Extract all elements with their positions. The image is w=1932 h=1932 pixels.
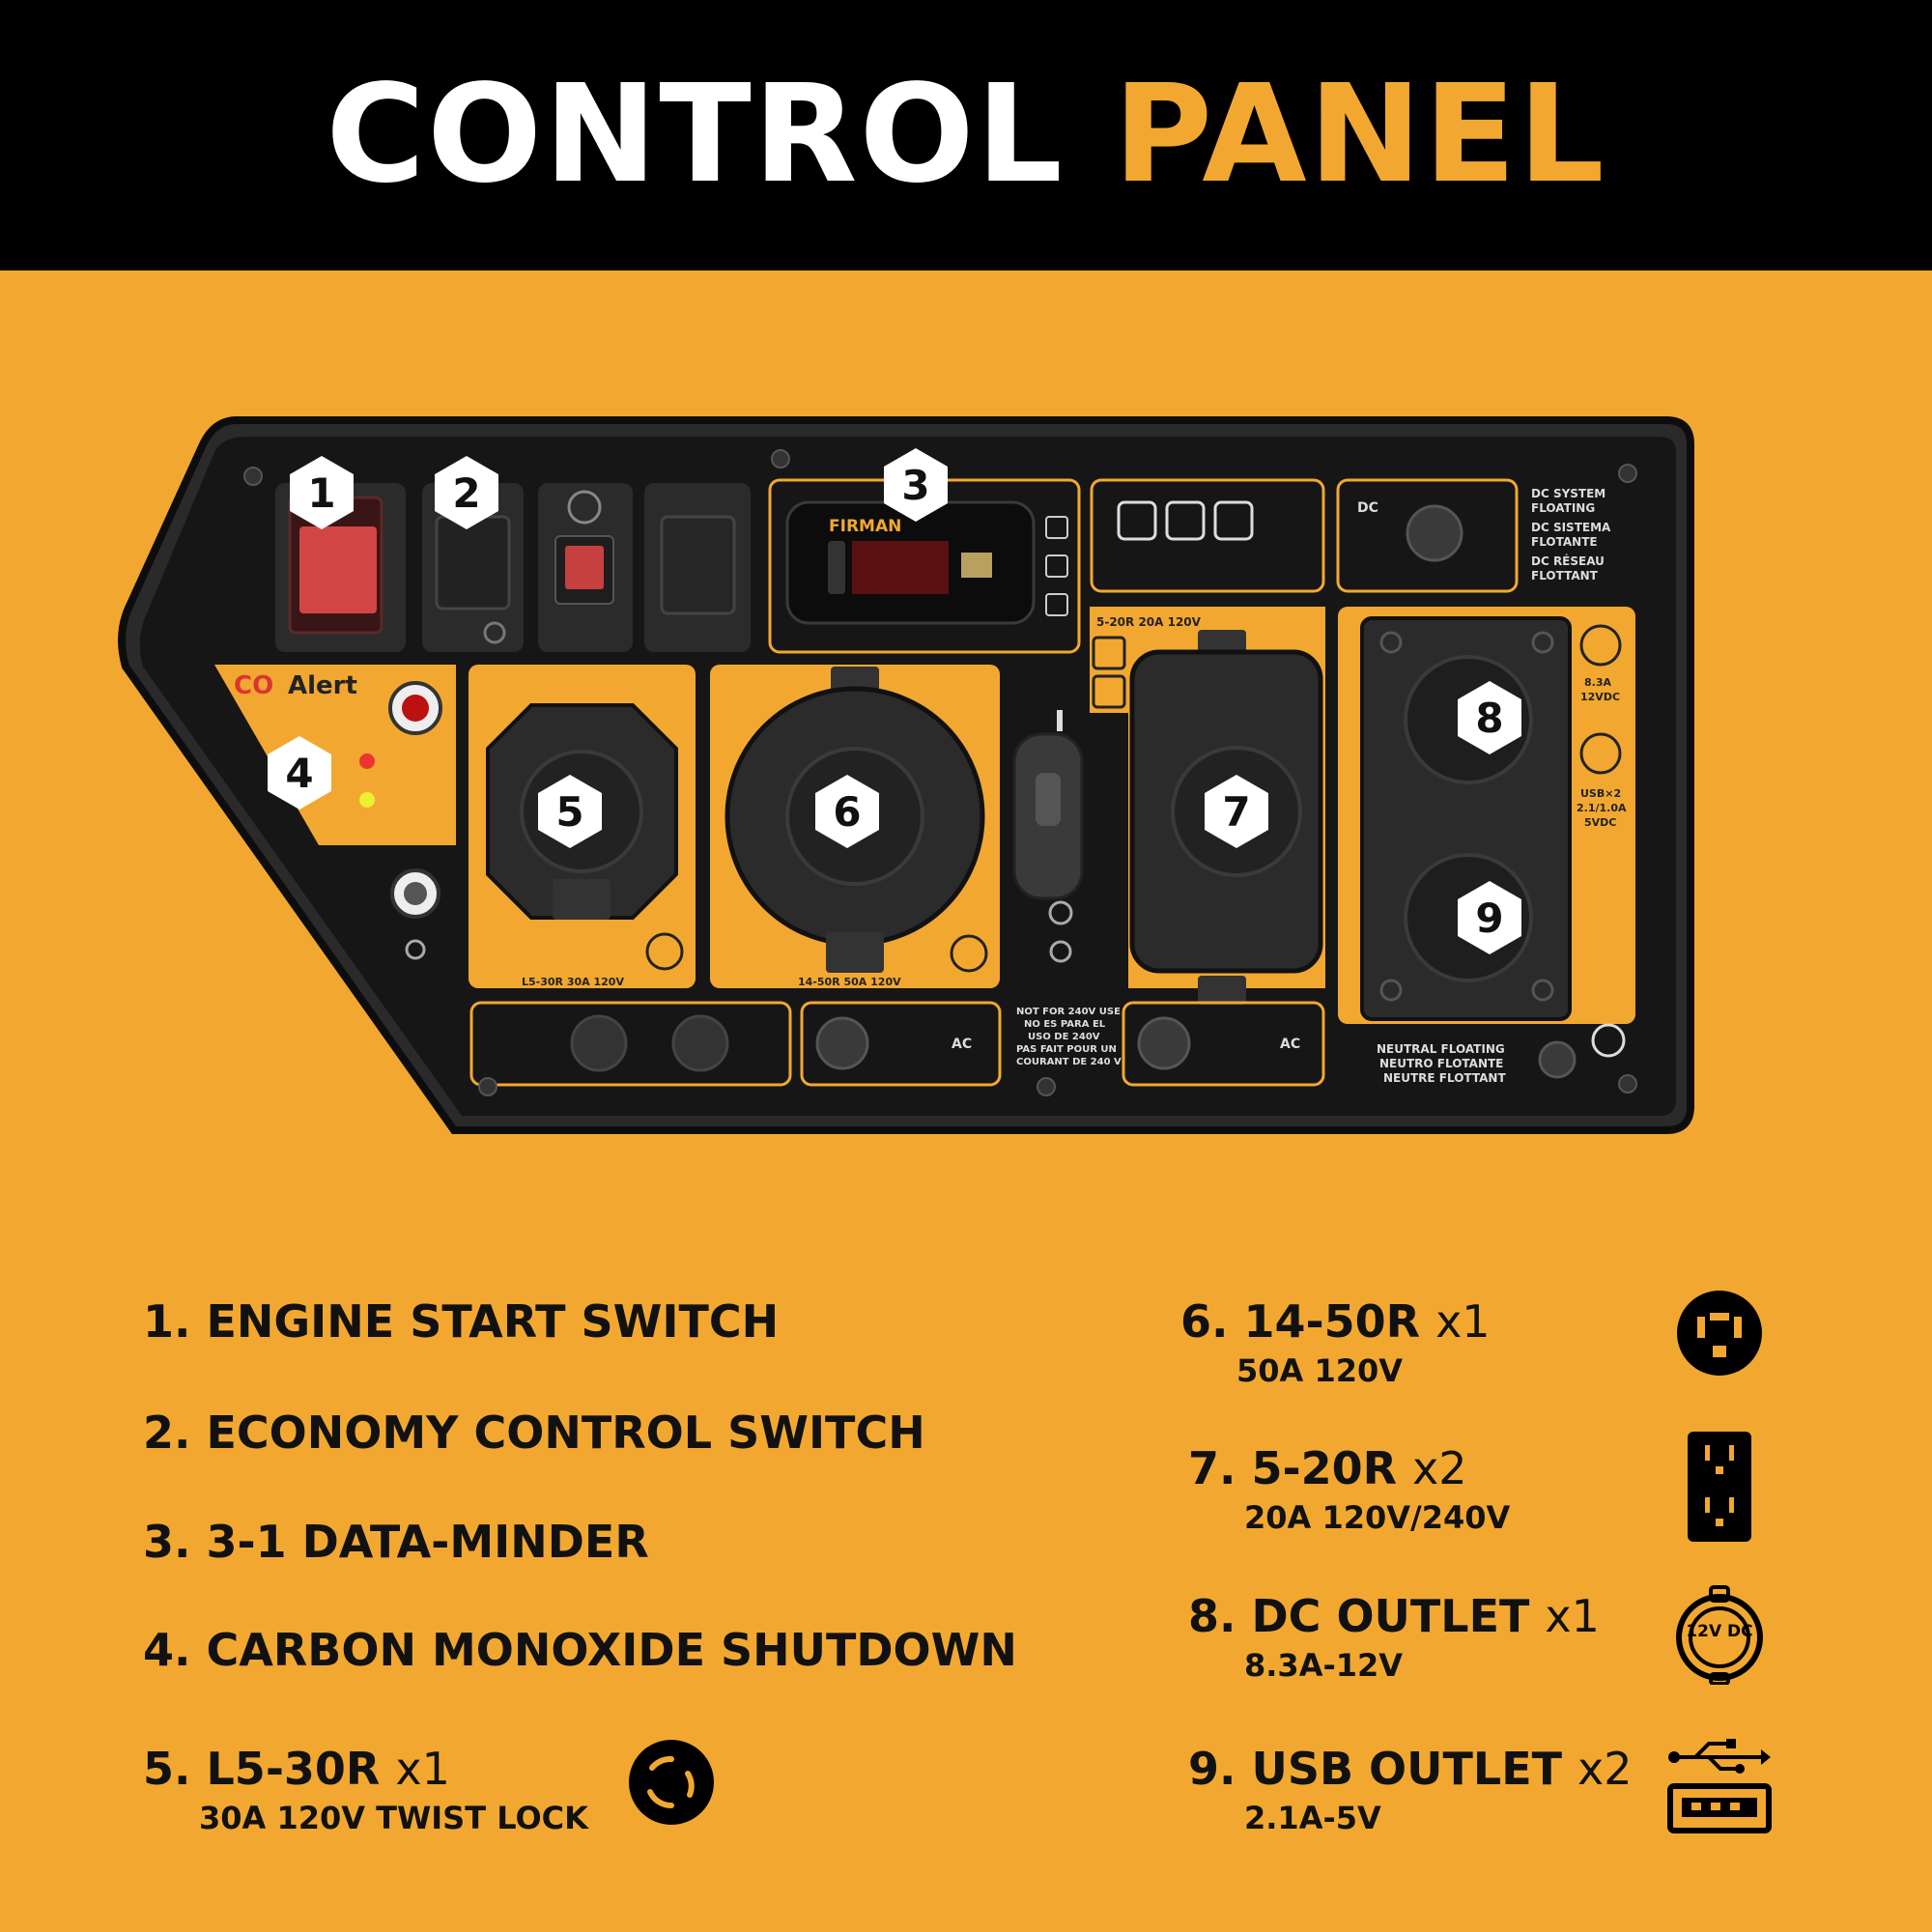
usb-icon <box>1667 1739 1772 1833</box>
title-control: CONTROL <box>326 56 1065 213</box>
marker-2: 2 <box>435 456 498 529</box>
svg-text:3: 3 <box>901 462 929 509</box>
14-50-outlet-icon <box>1677 1291 1762 1376</box>
header-bar: CONTROL PANEL <box>0 0 1932 270</box>
legend-item-5: 5. L5-30R x1 30A 120V TWIST LOCK <box>143 1743 588 1836</box>
legend-item-3: 3. 3-1 DATA-MINDER <box>143 1516 649 1568</box>
ac-label-1: AC <box>952 1037 972 1052</box>
svg-text:NEUTRAL FLOATING: NEUTRAL FLOATING <box>1377 1042 1505 1056</box>
svg-text:DC RÉSEAU: DC RÉSEAU <box>1531 554 1605 568</box>
legend-item-2: 2. ECONOMY CONTROL SWITCH <box>143 1406 925 1459</box>
svg-text:5VDC: 5VDC <box>1584 816 1616 829</box>
marker-7: 7 <box>1205 775 1268 848</box>
svg-text:NEUTRO FLOTANTE: NEUTRO FLOTANTE <box>1379 1057 1503 1070</box>
svg-text:PAS FAIT POUR UN: PAS FAIT POUR UN <box>1016 1044 1117 1055</box>
legend-item-6: 6. 14-50R x1 50A 120V <box>1180 1295 1491 1389</box>
title-panel: PANEL <box>1113 56 1606 213</box>
display-brand: FIRMAN <box>829 517 901 536</box>
svg-text:1: 1 <box>307 469 335 517</box>
svg-text:USB×2: USB×2 <box>1580 787 1621 800</box>
legend-item-1: 1. ENGINE START SWITCH <box>143 1295 780 1348</box>
svg-text:NOT FOR 240V USE: NOT FOR 240V USE <box>1016 1007 1121 1017</box>
marker-3: 3 <box>884 448 948 522</box>
dc-breaker-label: DC <box>1357 500 1378 516</box>
ac-breaker-module-2 <box>1122 1001 1325 1087</box>
svg-text:FLOTTANT: FLOTTANT <box>1531 569 1599 582</box>
indicator-module <box>1090 478 1325 593</box>
svg-text:FLOATING: FLOATING <box>1531 501 1595 515</box>
svg-text:6: 6 <box>833 788 861 836</box>
svg-text:5: 5 <box>555 788 583 836</box>
svg-text:8.3A: 8.3A <box>1584 676 1611 689</box>
marker-6: 6 <box>815 775 879 848</box>
svg-text:2: 2 <box>452 469 480 517</box>
co-label: CO <box>234 671 273 700</box>
economy-switch <box>435 515 511 611</box>
svg-text:7: 7 <box>1222 788 1250 836</box>
marker-5: 5 <box>538 775 602 848</box>
marker-4: 4 <box>268 736 331 810</box>
legend-item-9: 9. USB OUTLET x2 2.1A-5V <box>1188 1743 1633 1836</box>
svg-text:DC SYSTEM: DC SYSTEM <box>1531 487 1605 500</box>
svg-text:NO ES PARA EL: NO ES PARA EL <box>1024 1019 1106 1030</box>
14-50-label: 14-50R 50A 120V <box>798 976 901 988</box>
ac-breaker-module-1 <box>800 1001 1002 1087</box>
svg-text:9: 9 <box>1475 895 1503 942</box>
twist-lock-outlet-icon <box>629 1740 714 1825</box>
marker-9: 9 <box>1458 881 1521 954</box>
page-title: CONTROL PANEL <box>326 68 1605 203</box>
5-20-label: 5-20R 20A 120V <box>1096 615 1202 629</box>
duplex-outlet-icon <box>1688 1432 1751 1542</box>
l5-30-label: L5-30R 30A 120V <box>522 976 624 988</box>
legend-item-8: 8. DC OUTLET x1 8.3A-12V <box>1188 1590 1600 1684</box>
ac-label-2: AC <box>1280 1037 1300 1052</box>
alert-label: Alert <box>288 671 357 700</box>
neutral-text: NEUTRAL FLOATING NEUTRO FLOTANTE NEUTRE … <box>1377 1042 1506 1085</box>
svg-text:12VDC: 12VDC <box>1580 691 1620 703</box>
12v-dc-icon-text: 12V DC <box>1686 1622 1752 1641</box>
legend-item-4: 4. CARBON MONOXIDE SHUTDOWN <box>143 1624 1017 1676</box>
svg-text:COURANT DE 240 V: COURANT DE 240 V <box>1016 1057 1122 1067</box>
usb-rating-text: USB×2 2.1/1.0A 5VDC <box>1577 787 1627 829</box>
parallel-module <box>469 1001 792 1087</box>
dc-system-text: DC SYSTEM FLOATING DC SISTEMA FLOTANTE D… <box>1531 487 1611 582</box>
legend-item-7: 7. 5-20R x2 20A 120V/240V <box>1188 1442 1511 1536</box>
svg-text:2.1/1.0A: 2.1/1.0A <box>1577 802 1627 814</box>
svg-text:USO DE 240V: USO DE 240V <box>1028 1032 1100 1042</box>
svg-text:FLOTANTE: FLOTANTE <box>1531 535 1598 549</box>
control-panel-illustration: FIRMAN DC DC SYSTEM FLOATING DC SISTEMA … <box>118 416 1694 1134</box>
svg-text:4: 4 <box>285 750 313 797</box>
not-240-text: NOT FOR 240V USE NO ES PARA EL USO DE 24… <box>1016 1007 1122 1067</box>
marker-1: 1 <box>290 456 354 529</box>
svg-text:8: 8 <box>1475 695 1503 742</box>
dc-breaker-module <box>1336 478 1519 593</box>
marker-8: 8 <box>1458 681 1521 754</box>
12v-dc-socket-icon: 12V DC <box>1676 1585 1763 1685</box>
dc-rating-text: 8.3A 12VDC <box>1580 676 1620 703</box>
svg-text:NEUTRE FLOTTANT: NEUTRE FLOTTANT <box>1383 1071 1506 1085</box>
svg-text:DC SISTEMA: DC SISTEMA <box>1531 521 1611 534</box>
